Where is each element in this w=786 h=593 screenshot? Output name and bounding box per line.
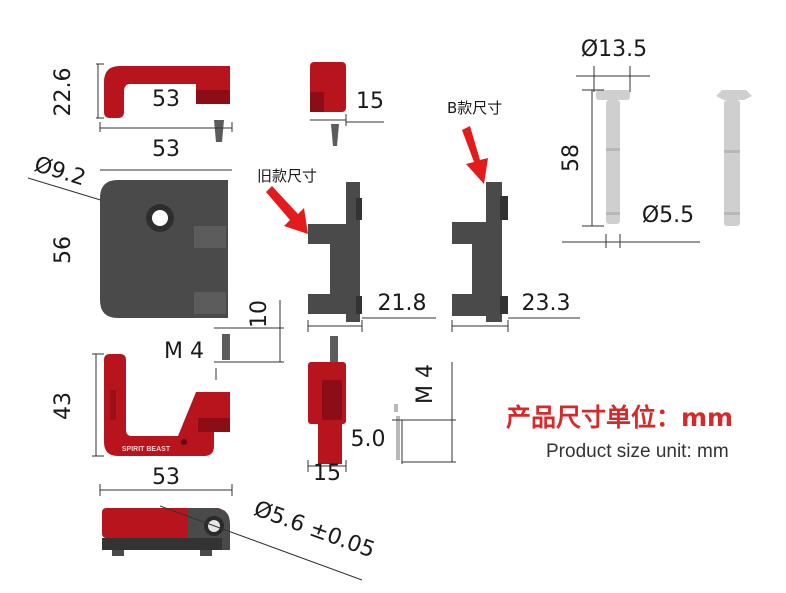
dim-side-thickness: 15 bbox=[356, 89, 384, 114]
dim-top-width: 53 bbox=[152, 137, 180, 162]
b-version-arrow bbox=[462, 126, 488, 184]
dim-side-screw-length: 5.0 bbox=[351, 427, 386, 452]
dim-hole-diameter: Ø9.2 bbox=[31, 152, 88, 191]
pin-side bbox=[716, 90, 752, 226]
side-view-lower bbox=[308, 336, 346, 464]
dim-top-height: 22.6 bbox=[51, 68, 76, 117]
dim-pin-head-diameter: Ø13.5 bbox=[581, 37, 647, 62]
black-plate bbox=[100, 180, 228, 318]
hook-top-view bbox=[104, 66, 230, 142]
old-version-label: 旧款尺寸 bbox=[257, 167, 317, 185]
old-version-arrow bbox=[266, 186, 308, 234]
unit-label-en: Product size unit: mm bbox=[546, 441, 729, 462]
dim-pin-diameter: Ø5.5 bbox=[642, 203, 694, 228]
bottom-bar bbox=[102, 508, 230, 556]
dim-top-inner-width: 53 bbox=[152, 87, 180, 112]
dim-pin-length: 58 bbox=[559, 144, 584, 172]
dim-new-width: 23.3 bbox=[522, 291, 571, 316]
dim-old-width: 21.8 bbox=[378, 291, 427, 316]
b-version-label: B款尺寸 bbox=[447, 99, 502, 117]
bracket-old-version bbox=[308, 182, 362, 322]
dim-lower-width: 53 bbox=[152, 465, 180, 490]
dim-screw-thread: M 4 bbox=[164, 339, 204, 364]
side-view-top bbox=[310, 62, 346, 146]
bracket-b-version bbox=[452, 182, 508, 322]
brand-label: SPIRIT BEAST bbox=[122, 446, 171, 453]
dim-side-screw-thread: M 4 bbox=[413, 364, 438, 404]
hook-lower-view bbox=[104, 354, 230, 456]
dim-screw-length: 10 bbox=[247, 300, 272, 328]
dim-lower-height: 43 bbox=[51, 392, 76, 420]
dim-lower-thickness: 15 bbox=[313, 461, 341, 486]
dim-pin-hole: Ø5.6 ±0.05 bbox=[250, 496, 378, 563]
unit-label-cn: 产品尺寸单位：mm bbox=[506, 403, 733, 432]
pin-front bbox=[596, 90, 630, 224]
dim-plate-height: 56 bbox=[51, 236, 76, 264]
